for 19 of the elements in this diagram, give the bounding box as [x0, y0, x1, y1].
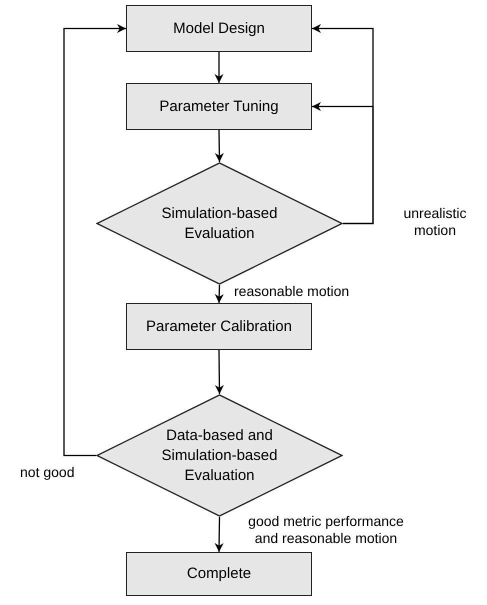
- arrow: [214, 517, 224, 552]
- node-label: Simulation-based Evaluation: [160, 204, 278, 244]
- decision-diamond: [96, 394, 343, 517]
- arrow: [63, 24, 126, 456]
- arrow: [214, 284, 224, 304]
- node-label: Parameter Calibration: [146, 316, 292, 336]
- arrow: [312, 102, 374, 224]
- process-box: [126, 83, 312, 130]
- arrow: [214, 130, 224, 162]
- process-box: [126, 552, 312, 596]
- node-label: Model Design: [173, 18, 265, 38]
- node-label: Complete: [186, 564, 252, 584]
- process-box: [126, 5, 312, 52]
- node-label: Data-based and Simulation-based Evaluation: [160, 426, 278, 486]
- arrow: [214, 350, 224, 394]
- process-box: [126, 303, 312, 350]
- decision-diamond: [96, 162, 343, 285]
- arrow: [214, 52, 224, 83]
- node-label: Parameter Tuning: [159, 96, 279, 116]
